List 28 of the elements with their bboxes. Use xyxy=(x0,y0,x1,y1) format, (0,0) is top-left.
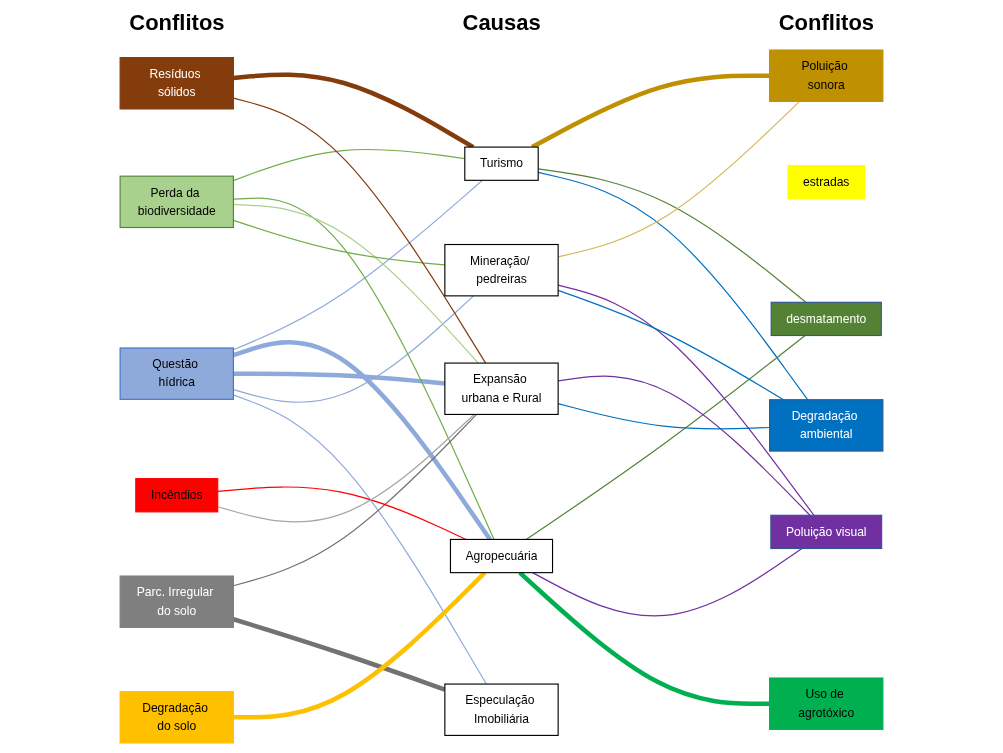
node-box: Turismo xyxy=(464,146,539,181)
node-box: estradas xyxy=(787,165,866,200)
node-box: Perda da biodiversidade xyxy=(119,175,234,229)
node-box: desmatamento xyxy=(770,301,882,337)
node-box: Resíduos sólidos xyxy=(119,57,234,110)
connector xyxy=(233,571,487,720)
node-box: Uso de agrotóxico xyxy=(769,677,884,730)
connector xyxy=(518,571,770,706)
node-box: Incêndios xyxy=(135,478,219,513)
connector xyxy=(232,179,484,351)
connector xyxy=(531,547,803,617)
node-box: Poluição sonora xyxy=(769,49,884,102)
column-heading: Conflitos xyxy=(778,10,875,36)
connector xyxy=(232,97,487,364)
node-box: Poluição visual xyxy=(770,514,883,550)
node-box: Parc. Irregular do solo xyxy=(119,575,234,628)
column-heading: Conflitos xyxy=(129,10,225,36)
node-box: Expansão urbana e Rural xyxy=(444,362,559,415)
node-box: Especulação Imobiliária xyxy=(444,683,559,736)
node-box: Agropecuária xyxy=(449,538,554,574)
column-heading: Causas xyxy=(462,10,541,36)
node-box: Questão hídrica xyxy=(119,347,234,400)
connector xyxy=(217,413,475,523)
connector xyxy=(525,334,806,541)
connector xyxy=(217,486,467,541)
node-box: Degradação do solo xyxy=(119,691,234,744)
node-box: Mineração/ pedreiras xyxy=(444,243,559,297)
node-box: Degradação ambiental xyxy=(769,399,884,452)
